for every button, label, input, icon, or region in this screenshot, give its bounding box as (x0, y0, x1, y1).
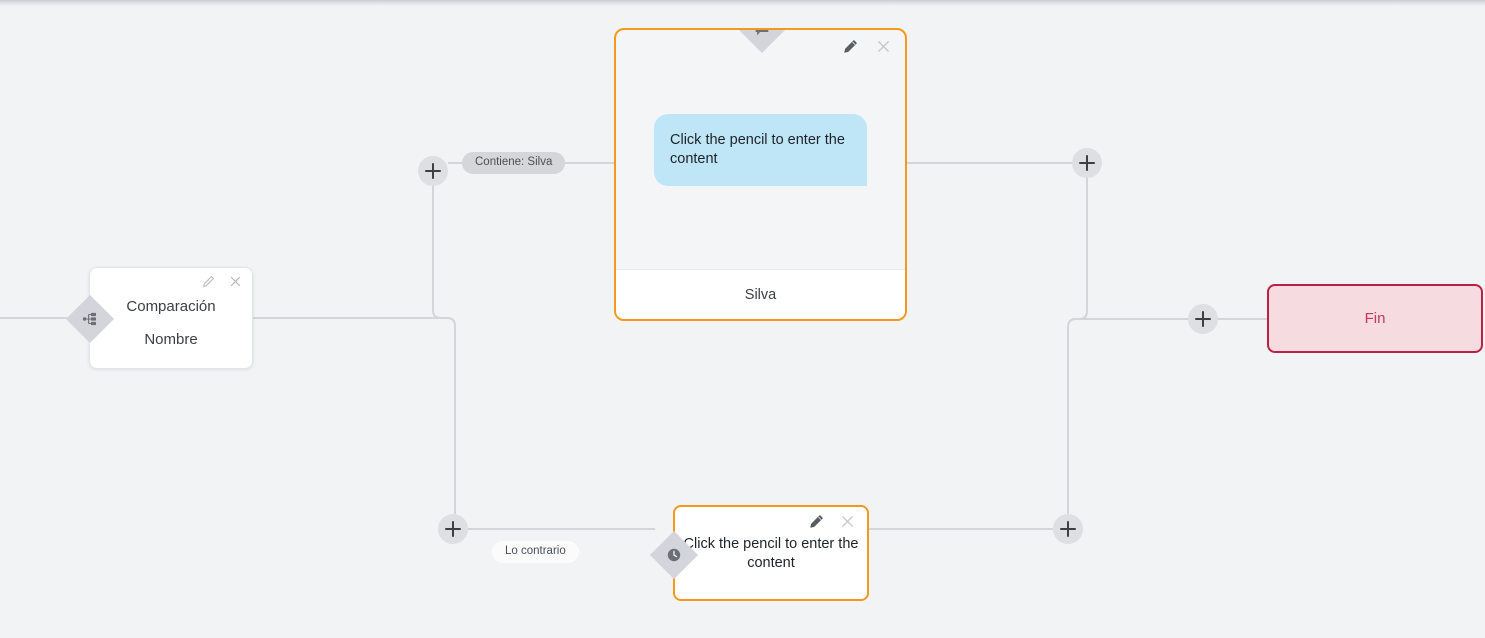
wait-port-badge (649, 530, 699, 580)
comparacion-subtitle: Nombre (144, 331, 198, 348)
comparacion-actions (202, 275, 242, 288)
close-icon[interactable] (876, 39, 891, 54)
wait-actions (809, 514, 855, 529)
message-bubble-icon (754, 30, 771, 38)
node-comparacion[interactable]: Comparación Nombre (65, 267, 253, 369)
message-actions (843, 39, 891, 54)
close-icon[interactable] (229, 275, 242, 288)
comparacion-title: Comparación (126, 298, 216, 315)
clock-icon (666, 547, 682, 563)
message-footer: Silva (616, 269, 905, 319)
comparacion-port-badge (65, 294, 115, 344)
comparacion-text: Comparación Nombre (90, 298, 252, 348)
edge-bottom-right-plus-up (1067, 318, 1077, 514)
wait-text: Click the pencil to enter the content (683, 536, 859, 571)
node-fin[interactable]: Fin (1267, 284, 1483, 353)
edge-label-contiene[interactable]: Contiene: Silva (462, 152, 566, 174)
add-node-bottom-right[interactable] (1053, 514, 1083, 544)
message-body: Click the pencil to enter the content (616, 30, 905, 270)
node-message[interactable]: Click the pencil to enter the content Si… (614, 28, 907, 321)
add-node-bottom-left[interactable] (438, 514, 468, 544)
close-icon[interactable] (840, 514, 855, 529)
add-node-before-end[interactable] (1188, 304, 1218, 334)
add-node-top-left[interactable] (418, 156, 448, 186)
pencil-icon[interactable] (843, 39, 858, 54)
edge-top-branch-trunk (432, 186, 442, 319)
message-bubble[interactable]: Click the pencil to enter the content (654, 114, 867, 186)
pencil-icon[interactable] (809, 514, 824, 529)
edge-top-right-plus-down (1078, 178, 1088, 320)
add-node-top-right[interactable] (1072, 148, 1102, 178)
pencil-icon[interactable] (202, 275, 215, 288)
edge-comparacion-to-bottom-branch (253, 317, 456, 514)
edge-label-contrario[interactable]: Lo contrario (492, 541, 579, 563)
branch-icon (82, 311, 98, 327)
node-wait[interactable]: Click the pencil to enter the content (649, 505, 869, 601)
message-port-badge (737, 30, 787, 54)
